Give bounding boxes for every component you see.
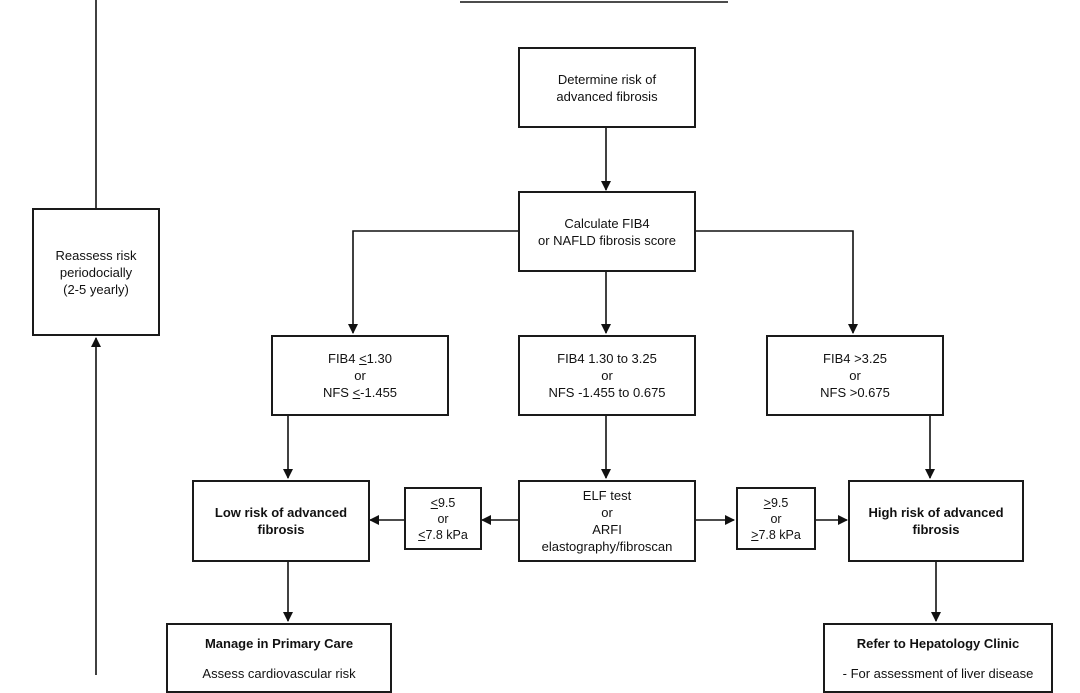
high-risk-line-2: fibrosis (912, 522, 960, 537)
fib4-high-line-1: FIB4 >3.25 (823, 351, 887, 366)
fib4-low-line-2: or (354, 368, 366, 383)
arrow-calc-high (696, 230, 858, 334)
primary-care-box: Manage in Primary Care Assess cardiovasc… (166, 623, 392, 693)
hepatology-body: - For assessment of liver disease (842, 666, 1034, 681)
elf-low-threshold-box: <9.5 or <7.8 kPa (404, 487, 482, 550)
low-risk-line-1: Low risk of advanced (214, 505, 348, 520)
low-risk-box: Low risk of advanced fibrosis (192, 480, 370, 562)
elf-high-threshold-box: >9.5 or >7.8 kPa (736, 487, 816, 550)
calculate-line-1: Calculate FIB4 (564, 215, 650, 231)
elf-line-2: or (601, 505, 613, 520)
primary-care-body: Assess cardiovascular risk (202, 666, 356, 681)
fib4-low-line-3: NFS <-1.455 (322, 385, 398, 400)
elf-high-line-3: >7.8 kPa (751, 527, 801, 542)
reassess-line-3: (2-5 yearly) (63, 281, 129, 297)
fib4-low-line-1: FIB4 <1.30 (328, 351, 392, 366)
fib4-high-line-3: NFS >0.675 (820, 385, 890, 400)
elf-low-line-3: <7.8 kPa (418, 527, 468, 542)
fib4-low-box: FIB4 <1.30 or NFS <-1.455 (271, 335, 449, 416)
high-risk-line-1: High risk of advanced (868, 505, 1004, 520)
fib4-mid-box: FIB4 1.30 to 3.25 or NFS -1.455 to 0.675 (518, 335, 696, 416)
elf-low-line-1: <9.5 (430, 495, 456, 510)
fib4-mid-line-3: NFS -1.455 to 0.675 (548, 385, 666, 400)
fib4-high-box: FIB4 >3.25 or NFS >0.675 (766, 335, 944, 416)
elf-high-line-2: or (770, 511, 782, 526)
determine-risk-box: Determine risk of advanced fibrosis (518, 47, 696, 128)
low-risk-line-2: fibrosis (257, 522, 305, 537)
elf-low-line-2: or (437, 511, 449, 526)
elf-line-4: elastography/fibroscan (541, 539, 673, 554)
hepatology-title: Refer to Hepatology Clinic (856, 636, 1020, 651)
reassess-line-1: Reassess risk (55, 247, 137, 263)
elf-test-box: ELF test or ARFI elastography/fibroscan (518, 480, 696, 562)
fib4-mid-line-2: or (601, 368, 613, 383)
reassess-box: Reassess risk periodocially (2-5 yearly) (32, 208, 160, 336)
elf-high-line-1: >9.5 (763, 495, 789, 510)
fib4-mid-line-1: FIB4 1.30 to 3.25 (557, 351, 657, 366)
determine-line-1: Determine risk of (557, 71, 657, 87)
hepatology-box: Refer to Hepatology Clinic - For assessm… (823, 623, 1053, 693)
calculate-score-box: Calculate FIB4 or NAFLD fibrosis score (518, 191, 696, 272)
arrow-calc-low (348, 230, 518, 334)
reassess-line-2: periodocially (59, 264, 133, 280)
determine-line-2: advanced fibrosis (556, 88, 658, 104)
elf-line-1: ELF test (582, 488, 632, 503)
primary-care-title: Manage in Primary Care (204, 636, 354, 651)
high-risk-box: High risk of advanced fibrosis (848, 480, 1024, 562)
elf-line-3: ARFI (592, 522, 622, 537)
calculate-line-2: or NAFLD fibrosis score (538, 232, 676, 248)
fib4-high-line-2: or (849, 368, 861, 383)
flow-connectors (91, 0, 941, 675)
